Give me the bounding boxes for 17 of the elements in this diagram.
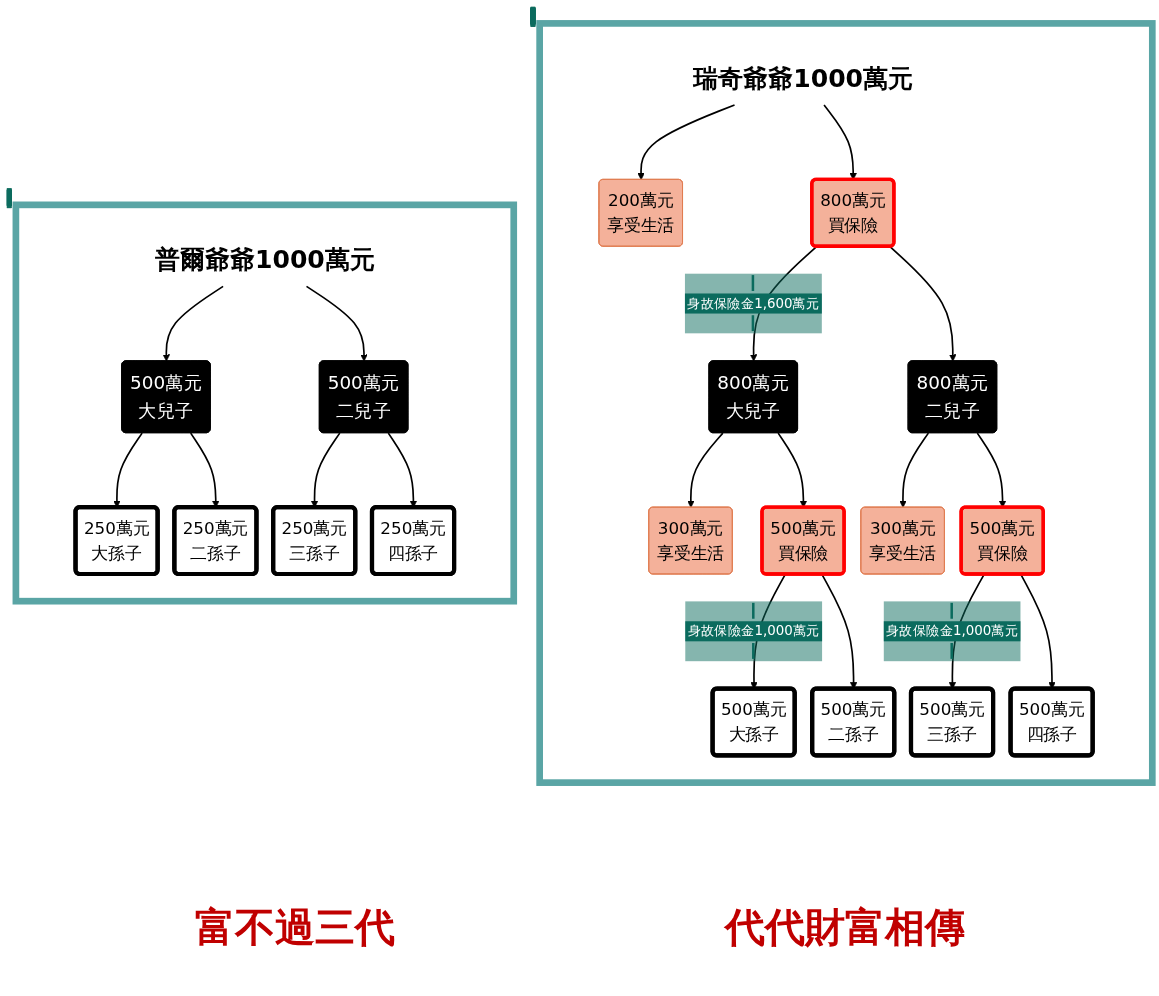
cluster <box>536 20 1156 786</box>
slogan-text: 富不過三代 <box>194 903 395 952</box>
arrow <box>889 245 957 362</box>
slogan-text: 代代財富相傳 <box>724 903 965 952</box>
arrow <box>899 432 930 508</box>
edge-label: 身故保險金1,000萬元 <box>687 622 820 639</box>
node-text: 普爾爺爺1000萬元 <box>154 244 375 274</box>
node-text: 瑞奇爺爺1000萬元 <box>692 63 914 93</box>
edge-label: 身故保險金1,000萬元 <box>886 622 1019 639</box>
cluster <box>12 201 518 605</box>
arrow <box>976 432 1007 508</box>
arrow <box>637 104 736 181</box>
arrow <box>305 285 368 362</box>
arrow <box>777 432 808 508</box>
arrow <box>687 432 724 508</box>
arrow <box>162 285 224 362</box>
edge-label: 身故保險金1,600萬元 <box>687 295 820 312</box>
